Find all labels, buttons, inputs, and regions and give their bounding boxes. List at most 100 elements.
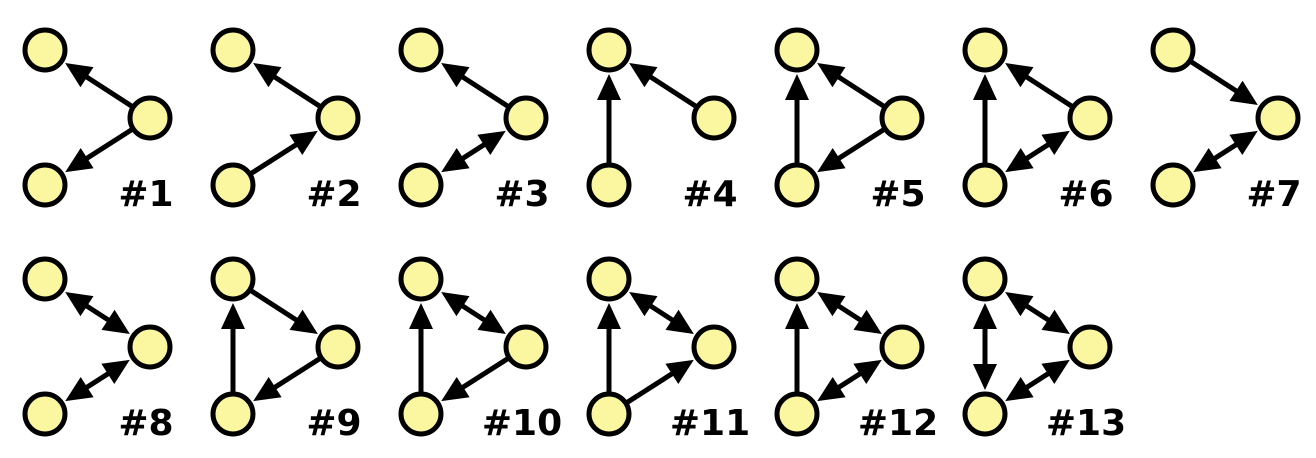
node-top-left: [210, 256, 256, 302]
node-top-left: [962, 27, 1008, 73]
arrowhead: [817, 63, 846, 88]
arrowhead: [785, 303, 809, 329]
node-bottom-left: [586, 391, 632, 437]
edge-line: [832, 368, 867, 393]
arrowhead: [817, 376, 846, 402]
arrowhead: [441, 292, 470, 317]
arrowhead: [477, 130, 506, 156]
arrowhead: [629, 63, 658, 88]
node-top-left: [398, 27, 444, 73]
arrowhead: [65, 63, 94, 88]
motif-label: #2: [306, 174, 361, 215]
arrowhead: [253, 63, 282, 88]
motif-graph: #10: [398, 256, 562, 444]
edge-line: [1020, 300, 1055, 326]
motif-label: #12: [858, 403, 938, 444]
motif-4: #4: [564, 0, 752, 229]
arrowhead: [1005, 292, 1034, 317]
node-top-left: [210, 27, 256, 73]
motif-row-1: #1 #2 #3 #4 #5 #6 #7: [22, 0, 1302, 229]
node-right: [315, 324, 361, 370]
motif-label: #13: [1046, 403, 1126, 444]
arrowhead: [65, 292, 94, 317]
motif-label: #7: [1246, 174, 1301, 215]
motif-10: #10: [376, 229, 564, 458]
motif-graph: #12: [774, 256, 938, 444]
node-bottom-left: [774, 162, 820, 208]
motif-label: #1: [118, 174, 173, 215]
arrowhead: [441, 63, 470, 88]
arrowhead: [253, 376, 282, 402]
motif-graph: #2: [210, 27, 362, 215]
node-top-left: [774, 256, 820, 302]
arrowhead: [409, 303, 433, 329]
arrowhead: [1041, 130, 1070, 156]
arrowhead: [665, 309, 694, 334]
node-top-left: [1150, 27, 1196, 73]
node-right: [503, 95, 549, 141]
arrowhead: [1193, 147, 1222, 173]
node-right: [691, 95, 737, 141]
arrowhead: [853, 309, 882, 334]
motif-graph: #4: [586, 27, 738, 215]
motif-label: #8: [118, 403, 173, 444]
motif-graph: #7: [1150, 27, 1302, 215]
arrowhead: [1005, 376, 1034, 402]
edge-line: [456, 139, 491, 164]
motif-label: #6: [1058, 174, 1113, 215]
arrowhead: [665, 359, 694, 385]
arrowhead: [221, 303, 245, 329]
edge-line: [832, 300, 867, 326]
arrowhead: [629, 292, 658, 317]
motif-12: #12: [752, 229, 940, 458]
arrowhead: [101, 359, 130, 385]
motif-8: #8: [0, 229, 188, 458]
node-right: [127, 324, 173, 370]
node-bottom-left: [398, 162, 444, 208]
motif-graph: #11: [586, 256, 750, 444]
motif-9: #9: [188, 229, 376, 458]
arrowhead: [65, 376, 94, 402]
node-right: [315, 95, 361, 141]
edge-line: [1020, 139, 1055, 164]
motif-row-2: #8 #9#10 #11 #12 #13: [0, 229, 1316, 458]
motif-2: #2: [188, 0, 376, 229]
arrowhead: [477, 309, 506, 334]
node-right: [127, 95, 173, 141]
arrowhead: [1041, 309, 1070, 334]
arrowhead: [817, 147, 846, 173]
node-bottom-left: [962, 162, 1008, 208]
motif-graph: #5: [774, 27, 926, 215]
node-top-left: [22, 256, 68, 302]
motif-6: #6: [940, 0, 1128, 229]
node-right: [1255, 95, 1301, 141]
arrowhead: [973, 364, 997, 390]
arrowhead: [101, 309, 130, 334]
node-bottom-left: [774, 391, 820, 437]
node-top-left: [962, 256, 1008, 302]
node-top-left: [586, 256, 632, 302]
node-top-left: [22, 27, 68, 73]
node-bottom-left: [586, 162, 632, 208]
motif-5: #5: [752, 0, 940, 229]
motif-graph: #3: [398, 27, 550, 215]
edge-line: [644, 300, 679, 326]
arrowhead: [1041, 359, 1070, 385]
edge-line: [456, 300, 491, 326]
motif-graph: #1: [22, 27, 174, 215]
motif-label: #5: [870, 174, 925, 215]
motif-graph: #8: [22, 256, 174, 444]
arrowhead: [65, 147, 94, 173]
node-bottom-left: [1150, 162, 1196, 208]
node-top-left: [398, 256, 444, 302]
motif-label: #4: [682, 174, 737, 215]
edge-line: [1020, 368, 1055, 393]
motif-graph: #13: [962, 256, 1126, 444]
node-right: [1067, 324, 1113, 370]
node-top-left: [774, 27, 820, 73]
arrowhead: [289, 309, 318, 334]
node-bottom-left: [210, 162, 256, 208]
node-bottom-left: [398, 391, 444, 437]
motif-label: #11: [670, 403, 750, 444]
motif-3: #3: [376, 0, 564, 229]
